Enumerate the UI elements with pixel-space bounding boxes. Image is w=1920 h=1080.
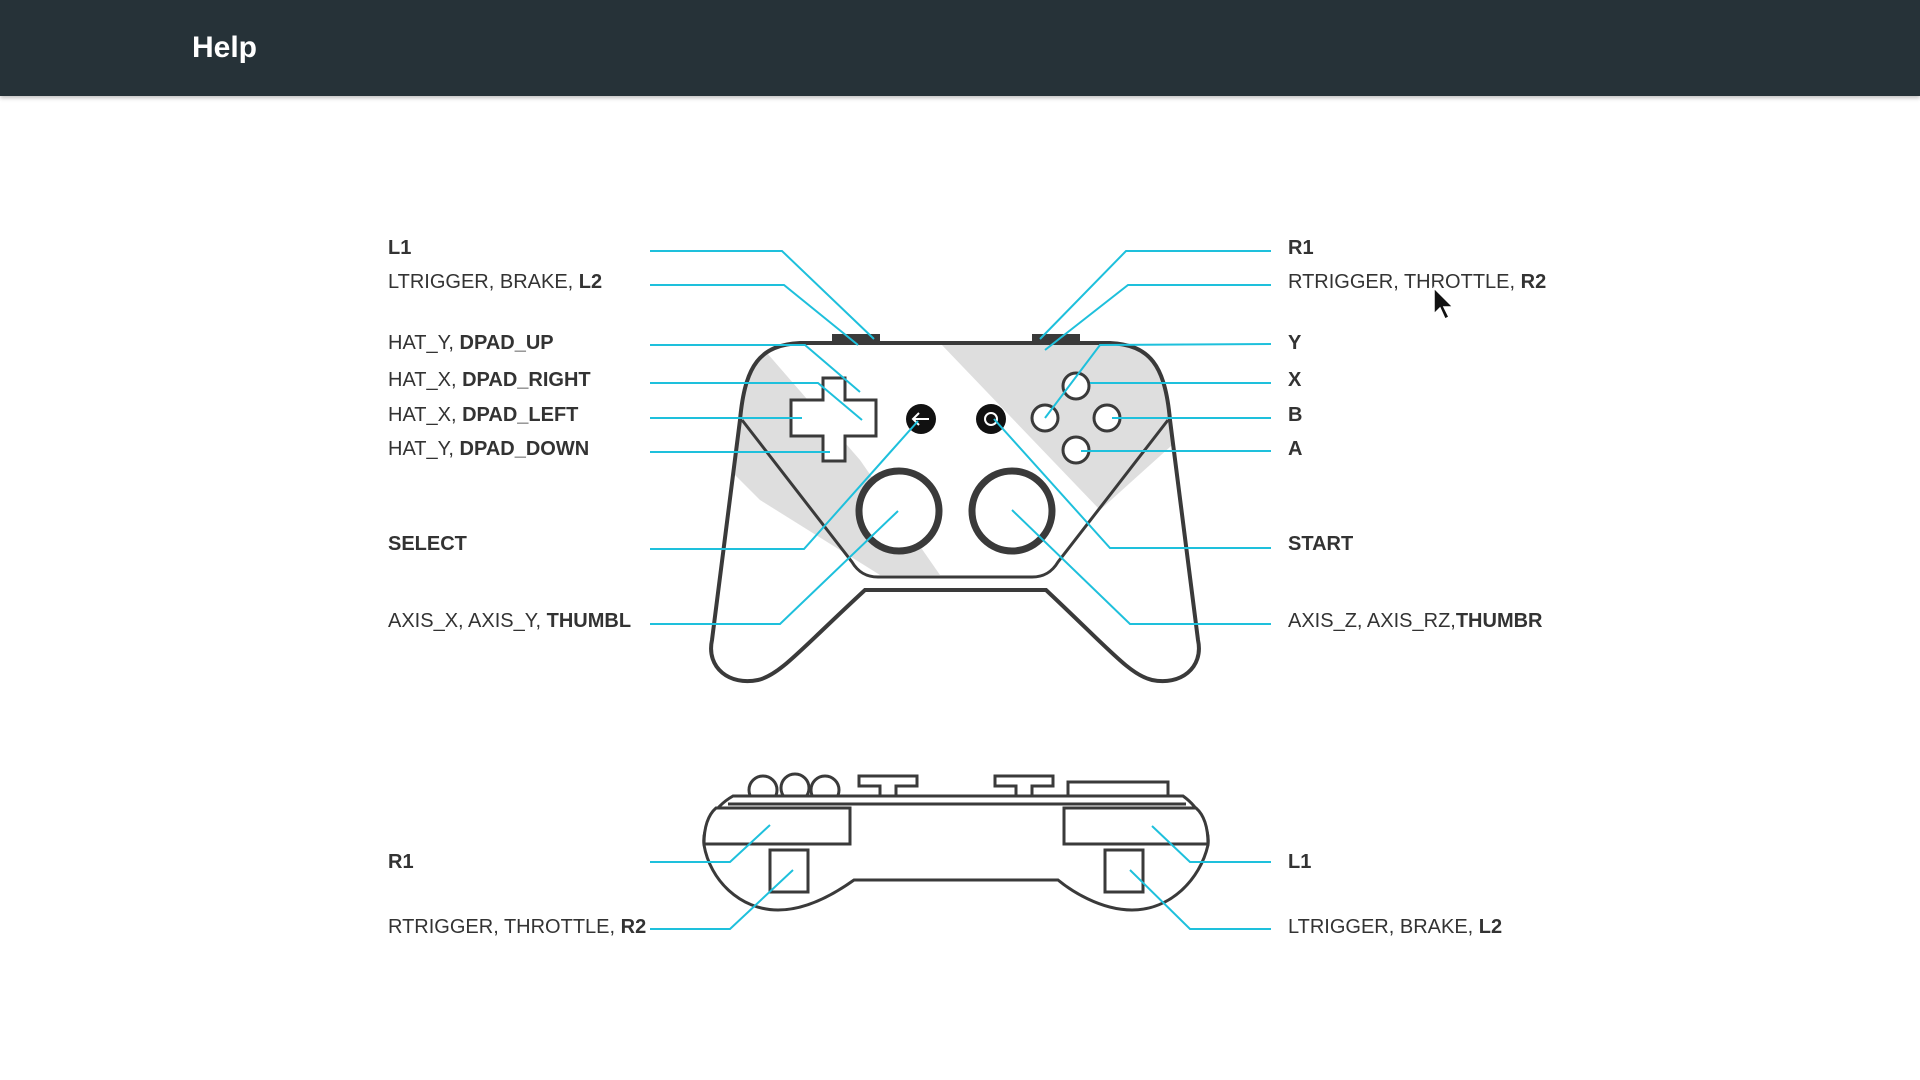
- controller-back: [702, 772, 1210, 912]
- back-l1-bumper: [1062, 806, 1210, 846]
- label-r1: R1: [1288, 237, 1314, 259]
- label-ltrigger: LTRIGGER, BRAKE, L2: [388, 271, 603, 293]
- face-plate-outline: [740, 419, 1170, 579]
- mouse-cursor-icon: [1433, 286, 1455, 321]
- page-title: Help: [192, 31, 258, 64]
- left-thumbstick: [855, 467, 943, 555]
- l1-shoulder-button: [832, 334, 880, 343]
- back-leader-lines: [650, 824, 1271, 930]
- label-l1: L1: [388, 237, 412, 259]
- back-thumbstick-right: [993, 774, 1055, 798]
- label-y: Y: [1288, 332, 1302, 354]
- controller-front: [709, 334, 1201, 684]
- home-button: [976, 404, 1006, 434]
- back-r1-bumper: [702, 806, 852, 846]
- back-r2-trigger: [768, 848, 810, 894]
- back-dpad-edge: [1066, 780, 1170, 798]
- label-thumbl: AXIS_X, AXIS_Y, THUMBL: [388, 610, 632, 632]
- label-select: SELECT: [388, 533, 467, 555]
- label-thumbr: AXIS_Z, AXIS_RZ,THUMBR: [1288, 610, 1543, 632]
- r1-shoulder-button: [1032, 334, 1080, 343]
- right-panel-shade: [940, 343, 1199, 510]
- label-x: X: [1288, 369, 1302, 391]
- label-a: A: [1288, 438, 1303, 460]
- label-dpad-up: HAT_Y, DPAD_UP: [388, 332, 554, 354]
- label-rtrigger: RTRIGGER, THROTTLE, R2: [1288, 271, 1547, 293]
- label-b: B: [1288, 404, 1303, 426]
- app-bar: Help: [0, 0, 1920, 96]
- back-thumbstick-left: [857, 774, 919, 798]
- label-dpad-right: HAT_X, DPAD_RIGHT: [388, 369, 591, 391]
- label-dpad-left: HAT_X, DPAD_LEFT: [388, 404, 579, 426]
- home-circle-icon: [984, 412, 998, 426]
- y-button: [1061, 371, 1091, 401]
- label-start: START: [1288, 533, 1354, 555]
- label-dpad-down: HAT_Y, DPAD_DOWN: [388, 438, 590, 460]
- label-back-ltrigger: LTRIGGER, BRAKE, L2: [1288, 916, 1503, 938]
- label-back-r1: R1: [388, 851, 414, 873]
- front-leader-lines: [650, 250, 1272, 625]
- dpad: [789, 376, 878, 463]
- label-back-l1: L1: [1288, 851, 1312, 873]
- label-back-rtrigger: RTRIGGER, THROTTLE, R2: [388, 916, 647, 938]
- back-l2-trigger: [1103, 848, 1145, 894]
